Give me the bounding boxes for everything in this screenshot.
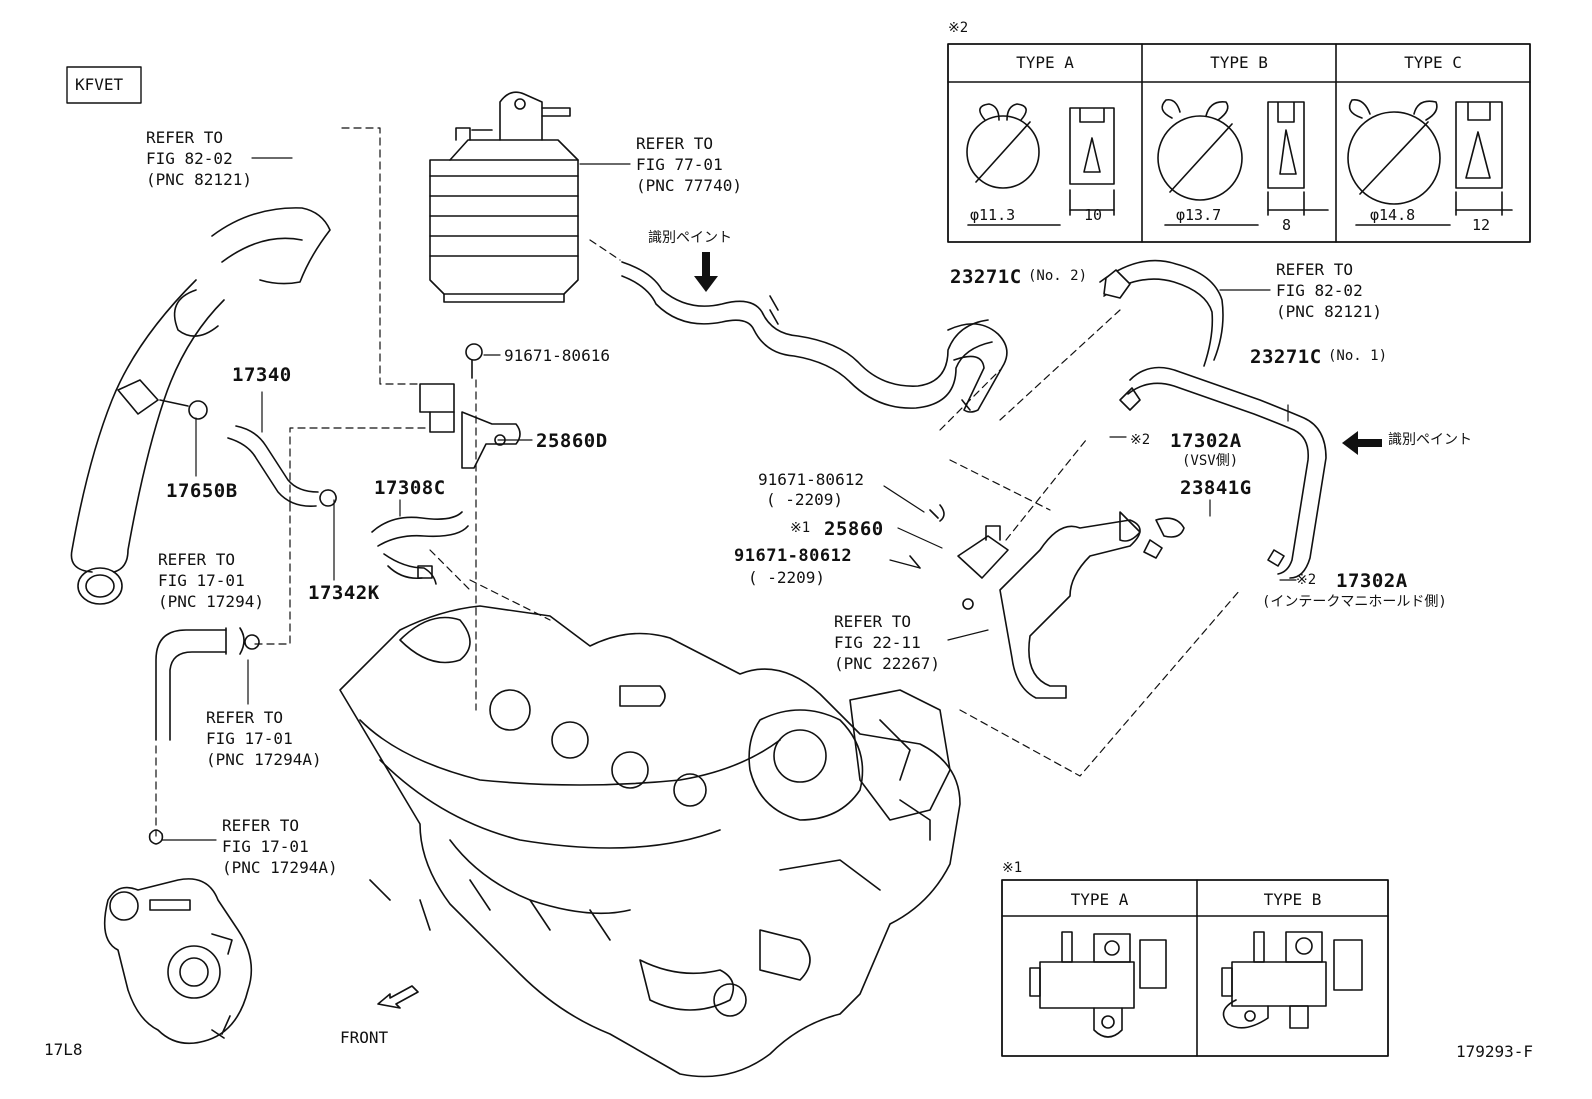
clamp-type-b-heading: TYPE B <box>1210 53 1268 72</box>
leader-lines <box>161 157 1297 841</box>
part-25860-mark: ※1 <box>790 520 811 536</box>
engine-code-box <box>66 66 142 104</box>
clamp-type-c-heading: TYPE C <box>1404 53 1462 72</box>
illustration-code: 17L8 <box>44 1040 83 1059</box>
part-17302a-int-note: (インテークマニホールド側) <box>1262 594 1447 610</box>
part-23271c-no2[interactable]: 23271C <box>950 266 1022 288</box>
paint-arrow-top <box>694 252 718 292</box>
turbocharger <box>103 878 253 1045</box>
part-91671-80612-a[interactable]: 91671-80612 <box>758 470 864 489</box>
part-17302a-vsv-note: (VSV側) <box>1182 453 1239 469</box>
vsv-type-table <box>1001 879 1389 1057</box>
clamp-type-c-diameter: φ14.8 <box>1370 206 1416 224</box>
part-25860d[interactable]: 25860D <box>536 430 608 452</box>
ref-82-02-b-line1[interactable]: REFER TO <box>1276 260 1354 279</box>
clamp-table-mark: ※2 <box>948 20 969 36</box>
part-17308c[interactable]: 17308C <box>374 477 446 499</box>
ref-17-01-c-line1[interactable]: REFER TO <box>222 816 300 835</box>
clamp-type-a-diameter: φ11.3 <box>970 206 1016 224</box>
ref-17-01-b-line2[interactable]: FIG 17-01 <box>206 729 293 748</box>
ref-77-01-line2[interactable]: FIG 77-01 <box>636 155 723 174</box>
part-23841g[interactable]: 23841G <box>1180 477 1252 499</box>
part-17302a-int[interactable]: 17302A <box>1336 570 1408 592</box>
vsv-25860 <box>909 504 1141 699</box>
paint-mark-top: 識別ペイント <box>648 230 732 246</box>
vsv-type-a-heading: TYPE A <box>1070 890 1129 909</box>
ref-22-11-line2[interactable]: FIG 22-11 <box>834 633 921 652</box>
guide-lines <box>155 127 1241 837</box>
part-91671-80612-b[interactable]: 91671-80612 <box>734 546 853 566</box>
figure-number: 179293-F <box>1456 1042 1534 1061</box>
vsv-table-mark: ※1 <box>1002 860 1023 876</box>
ref-82-02-b-line3[interactable]: (PNC 82121) <box>1276 302 1382 321</box>
part-25860[interactable]: 25860 <box>824 518 884 540</box>
part-17340[interactable]: 17340 <box>232 364 292 386</box>
part-17302a-int-mark: ※2 <box>1296 572 1317 588</box>
vsv-type-a-icon <box>1029 931 1167 1038</box>
paint-arrow-right <box>1342 431 1382 455</box>
clamp-type-c-width: 12 <box>1472 216 1491 234</box>
clamp-type-b-icon <box>1157 98 1329 226</box>
clamp-type-b-width: 8 <box>1282 216 1292 234</box>
ref-82-02-a-line3[interactable]: (PNC 82121) <box>146 170 252 189</box>
purge-hose-no1 <box>1099 259 1327 579</box>
air-intake-pipe <box>70 207 331 605</box>
ref-17-01-a-line3[interactable]: (PNC 17294) <box>158 592 264 611</box>
clamp-type-table <box>947 43 1531 243</box>
clamp-type-b-diameter: φ13.7 <box>1176 206 1222 224</box>
part-91671-80616[interactable]: 91671-80616 <box>504 346 610 365</box>
ref-17-01-b-line1[interactable]: REFER TO <box>206 708 284 727</box>
ref-17-01-a-line1[interactable]: REFER TO <box>158 550 236 569</box>
engine-code: KFVET <box>75 75 124 94</box>
ref-17-01-b-line3[interactable]: (PNC 17294A) <box>206 750 322 769</box>
clamp-type-a-icon <box>966 103 1115 226</box>
front-label: FRONT <box>340 1028 389 1047</box>
vsv-bracket-25860d <box>419 343 521 469</box>
part-17302a-vsv-mark: ※2 <box>1130 432 1151 448</box>
ref-17-01-a-line2[interactable]: FIG 17-01 <box>158 571 245 590</box>
part-17302a-vsv[interactable]: 17302A <box>1170 430 1242 452</box>
clamp-23841g <box>1143 517 1185 559</box>
ref-82-02-a-line2[interactable]: FIG 82-02 <box>146 149 233 168</box>
part-91671-80612-a-note: ( -2209) <box>766 490 844 509</box>
ref-22-11-line1[interactable]: REFER TO <box>834 612 912 631</box>
engine-block <box>339 605 961 1078</box>
vsv-type-b-icon <box>1221 931 1363 1029</box>
hose-17308c <box>371 511 469 585</box>
purge-hose-no2 <box>621 261 1008 413</box>
hose-17294 <box>148 627 260 845</box>
ref-77-01-line3[interactable]: (PNC 77740) <box>636 176 742 195</box>
front-arrow <box>377 985 419 1009</box>
clamp-type-a-heading: TYPE A <box>1016 53 1074 72</box>
part-23271c-no1-note: (No. 1) <box>1328 348 1388 364</box>
ref-17-01-c-line2[interactable]: FIG 17-01 <box>222 837 309 856</box>
part-17650b[interactable]: 17650B <box>166 480 238 502</box>
ref-17-01-c-line3[interactable]: (PNC 17294A) <box>222 858 338 877</box>
ref-22-11-line3[interactable]: (PNC 22267) <box>834 654 940 673</box>
part-17342k[interactable]: 17342K <box>308 582 380 604</box>
charcoal-canister <box>429 91 579 303</box>
clamp-type-c-icon <box>1347 98 1513 226</box>
clamp-type-a-width: 10 <box>1084 206 1103 224</box>
paint-mark-right: 識別ペイント <box>1388 432 1472 448</box>
part-91671-80612-b-note: ( -2209) <box>748 568 826 587</box>
hose-17340 <box>159 399 337 508</box>
ref-82-02-a-line1[interactable]: REFER TO <box>146 128 224 147</box>
ref-82-02-b-line2[interactable]: FIG 82-02 <box>1276 281 1363 300</box>
part-23271c-no2-note: (No. 2) <box>1028 268 1088 284</box>
vsv-type-b-heading: TYPE B <box>1263 890 1322 909</box>
ref-77-01-line1[interactable]: REFER TO <box>636 134 714 153</box>
part-23271c-no1[interactable]: 23271C <box>1250 346 1322 368</box>
